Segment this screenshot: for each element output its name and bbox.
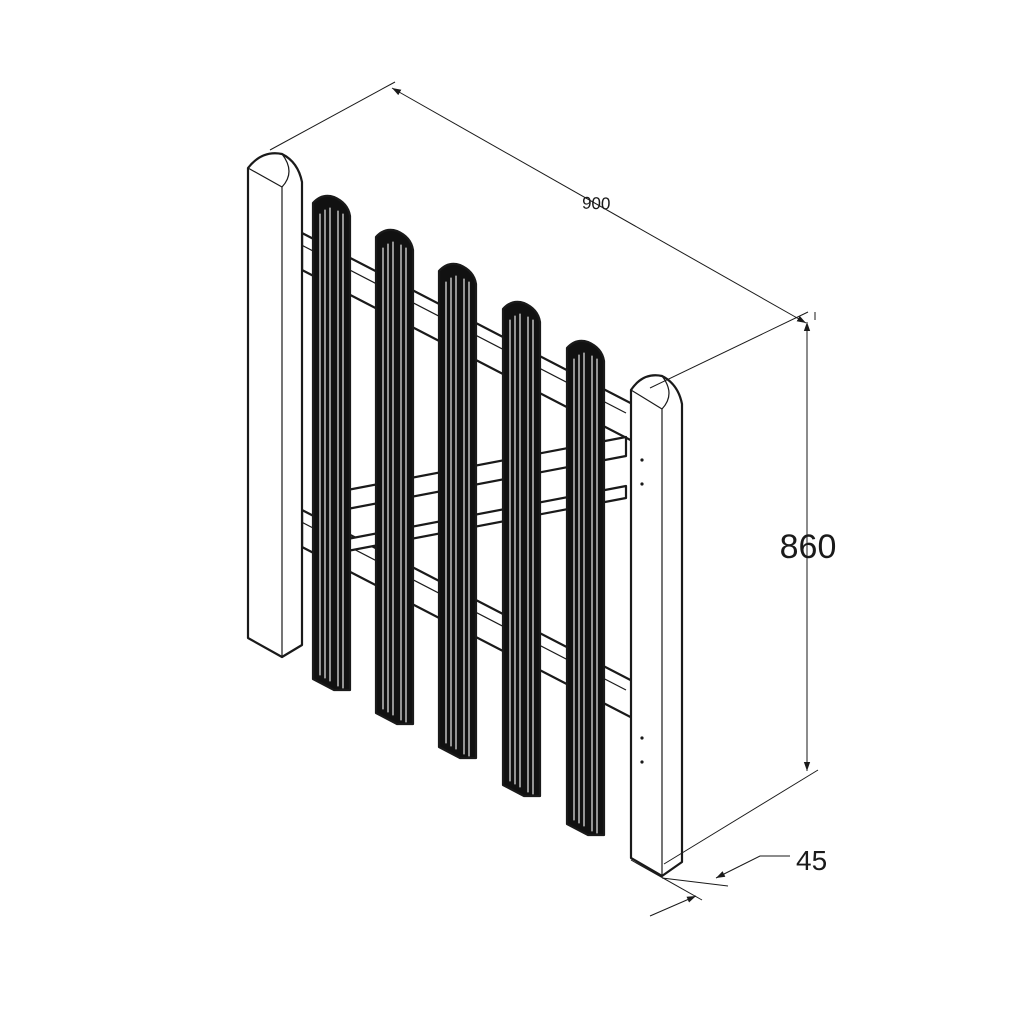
pale-1 [311,194,352,692]
pale-3 [437,262,478,760]
left-post [246,152,304,659]
pale-2 [374,228,415,726]
pale-5 [565,339,606,837]
right-post [629,374,684,878]
thickness-dimension: 45 [630,845,827,917]
height-label: 860 [780,528,837,566]
thickness-label: 45 [796,845,827,876]
fixing-screws [640,458,644,764]
width-dimension: 900 [269,81,809,389]
width-label: 900 [582,194,611,214]
height-dimension: 860 [663,312,837,865]
pale-4 [501,300,542,798]
